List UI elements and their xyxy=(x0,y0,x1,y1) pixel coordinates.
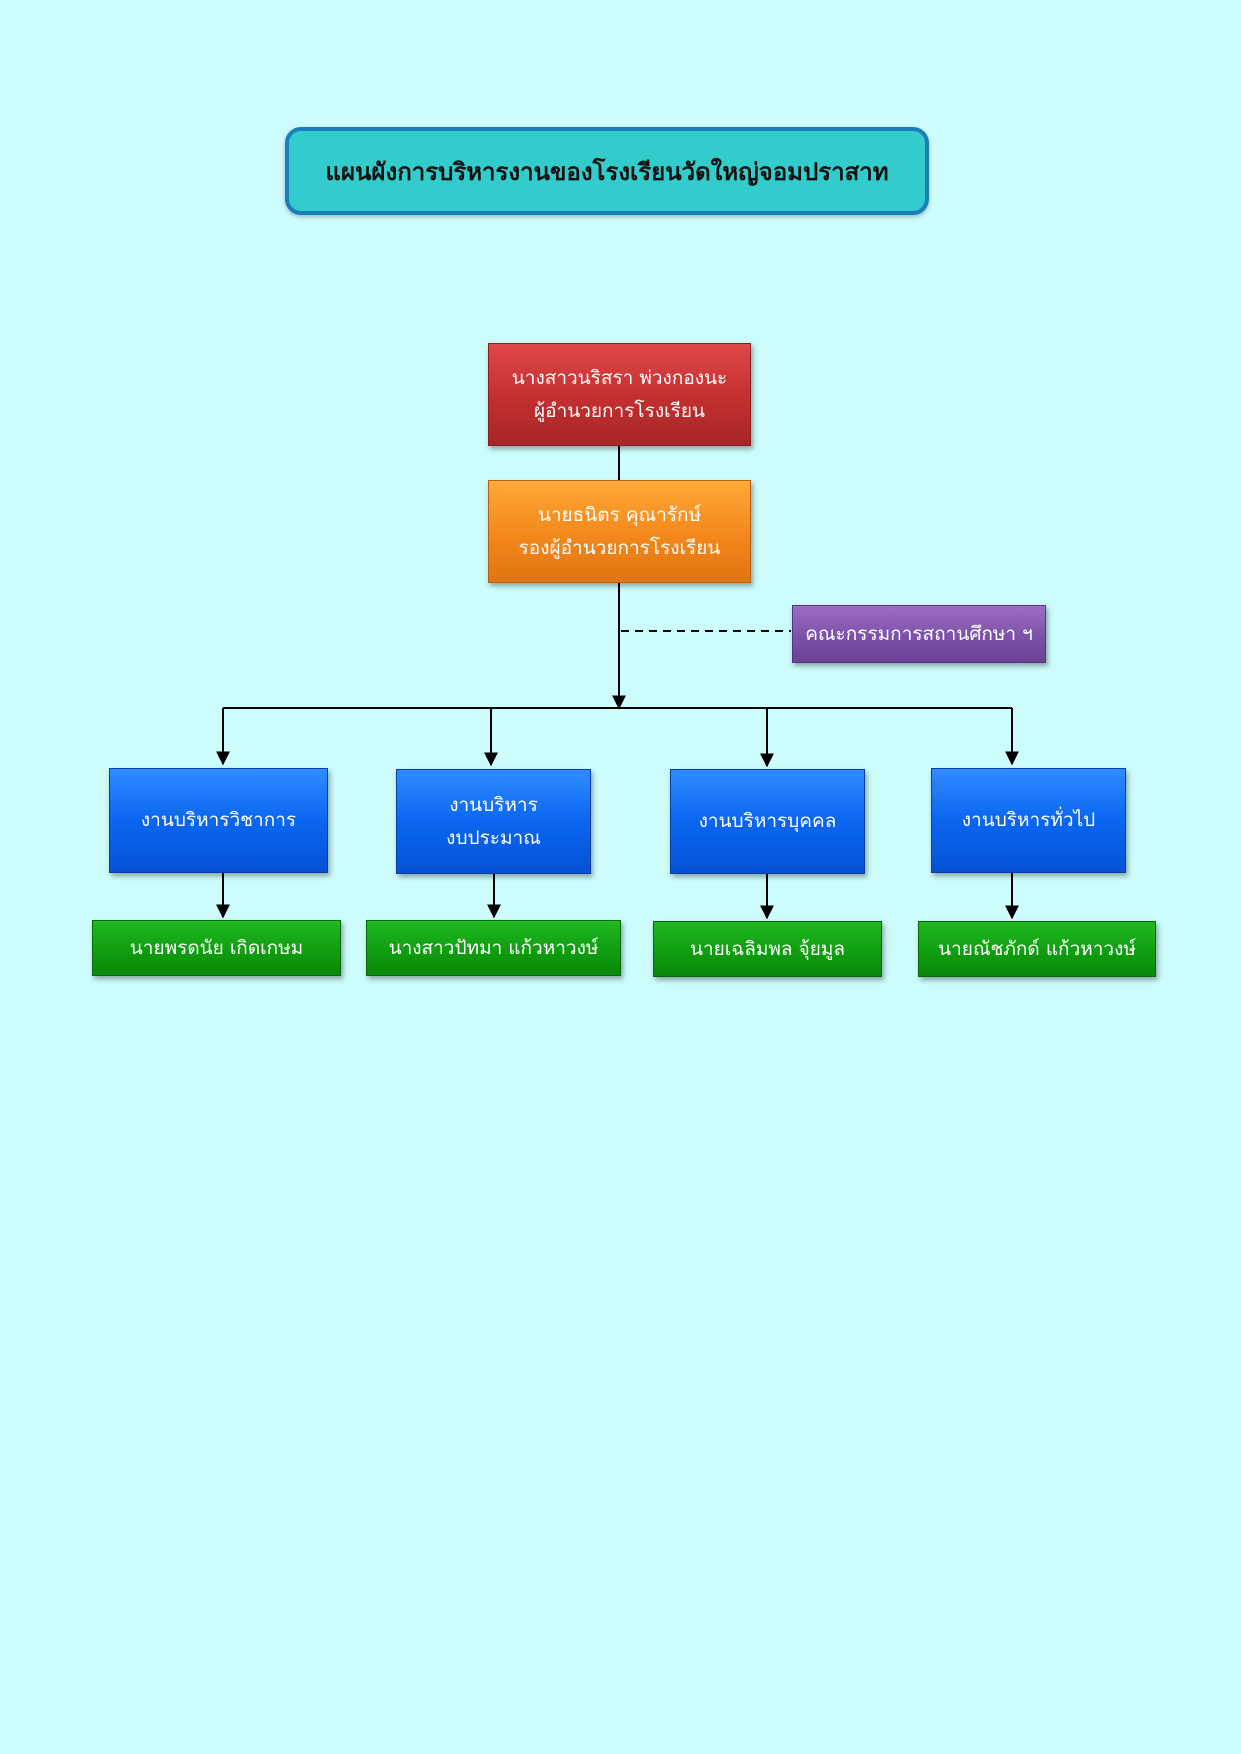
head-box-personnel: นายเฉลิมพล จุ้ยมูล xyxy=(653,921,882,977)
department-box-general: งานบริหารทั่วไป xyxy=(931,768,1126,873)
head-box-general: นายณัชภักด์ แก้วหาวงษ์ xyxy=(918,921,1156,977)
director-box: นางสาวนริสรา พ่วงกองนะ ผู้อำนวยการโรงเรี… xyxy=(488,343,751,446)
director-position: ผู้อำนวยการโรงเรียน xyxy=(534,399,705,422)
head-name: นางสาวปัทมา แก้วหาวงษ์ xyxy=(388,936,599,959)
department-label-line-2: งบประมาณ xyxy=(446,826,541,849)
department-label: งานบริหารบุคคล xyxy=(698,810,837,832)
chart-title-text: แผนผังการบริหารงานของโรงเรียนวัดใหญ่จอมป… xyxy=(325,157,889,186)
head-box-academic: นายพรดนัย เกิดเกษม xyxy=(92,920,341,976)
head-name: นายณัชภักด์ แก้วหาวงษ์ xyxy=(938,937,1136,960)
department-box-personnel: งานบริหารบุคคล xyxy=(670,769,865,874)
committee-label: คณะกรรมการสถานศึกษา ฯ xyxy=(805,622,1033,645)
head-name: นายพรดนัย เกิดเกษม xyxy=(129,936,304,959)
department-box-academic: งานบริหารวิชาการ xyxy=(109,768,328,873)
department-label: งานบริหารทั่วไป xyxy=(961,809,1096,831)
deputy-position: รองผู้อำนวยการโรงเรียน xyxy=(518,536,721,559)
deputy-box: นายธนิตร คุณารักษ์ รองผู้อำนวยการโรงเรีย… xyxy=(488,480,751,583)
chart-title: แผนผังการบริหารงานของโรงเรียนวัดใหญ่จอมป… xyxy=(285,127,929,215)
department-box-budget: งานบริหาร งบประมาณ xyxy=(396,769,591,874)
director-name: นางสาวนริสรา พ่วงกองนะ xyxy=(511,366,728,389)
department-label-line-1: งานบริหาร xyxy=(449,793,538,816)
deputy-name: นายธนิตร คุณารักษ์ xyxy=(537,503,702,526)
committee-box: คณะกรรมการสถานศึกษา ฯ xyxy=(792,605,1046,663)
department-label: งานบริหารวิชาการ xyxy=(140,809,297,831)
head-box-budget: นางสาวปัทมา แก้วหาวงษ์ xyxy=(366,920,621,976)
head-name: นายเฉลิมพล จุ้ยมูล xyxy=(689,937,846,960)
